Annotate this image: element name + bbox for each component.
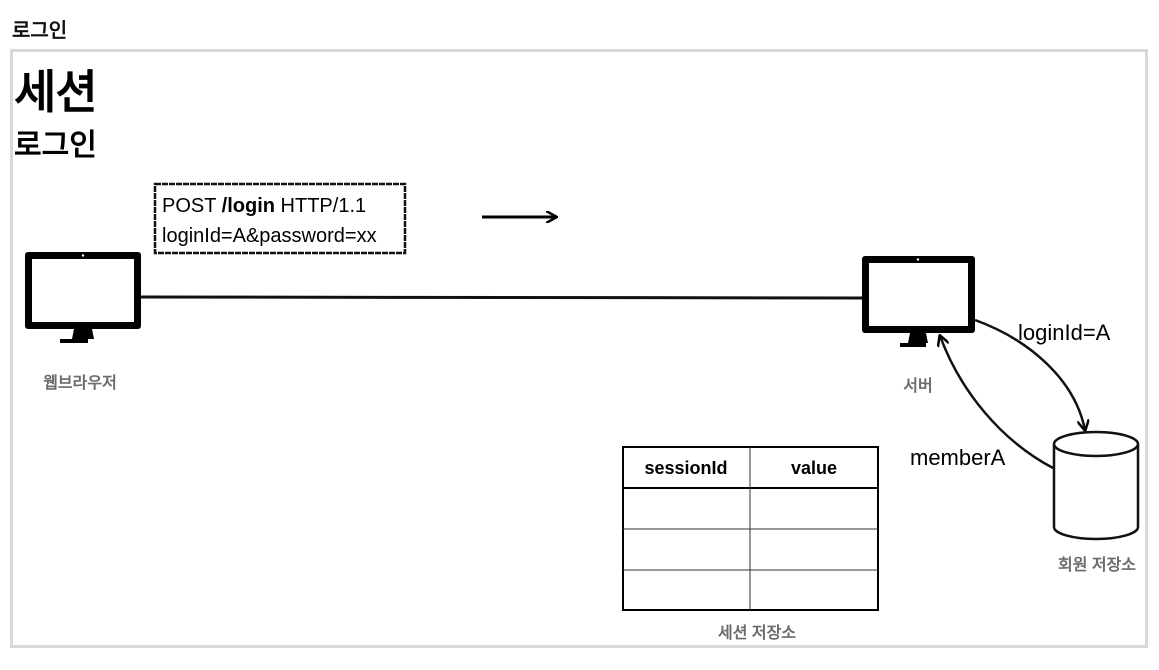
- member-store-label: 회원 저장소: [1058, 555, 1136, 574]
- page-heading: 로그인: [12, 20, 68, 42]
- slide-frame: [10, 49, 1148, 648]
- server-monitor-icon: [862, 256, 975, 347]
- connection-line: [140, 295, 863, 300]
- http-request-box: POST /login HTTP/1.1 loginId=A&password=…: [153, 182, 407, 255]
- request-line-2: loginId=A&password=xx: [162, 225, 377, 247]
- column-header-sessionid: sessionId: [644, 458, 727, 478]
- column-header-value: value: [791, 458, 837, 478]
- from-member-store-arrow: [940, 336, 1054, 470]
- request-line-1: POST /login HTTP/1.1: [162, 195, 366, 217]
- slide-subtitle: 로그인: [14, 129, 97, 162]
- to-member-store-arrow: [974, 318, 1085, 430]
- database-icon: [1052, 430, 1140, 541]
- session-store-label: 세션 저장소: [718, 624, 796, 642]
- slide-title: 세션: [14, 66, 98, 118]
- session-store-table: sessionId value: [622, 446, 879, 611]
- browser-label: 웹브라우저: [43, 374, 117, 392]
- browser-monitor-icon: [25, 252, 141, 343]
- member-label: memberA: [910, 445, 1006, 470]
- server-label: 서버: [903, 377, 932, 395]
- login-id-label: loginId=A: [1018, 320, 1111, 345]
